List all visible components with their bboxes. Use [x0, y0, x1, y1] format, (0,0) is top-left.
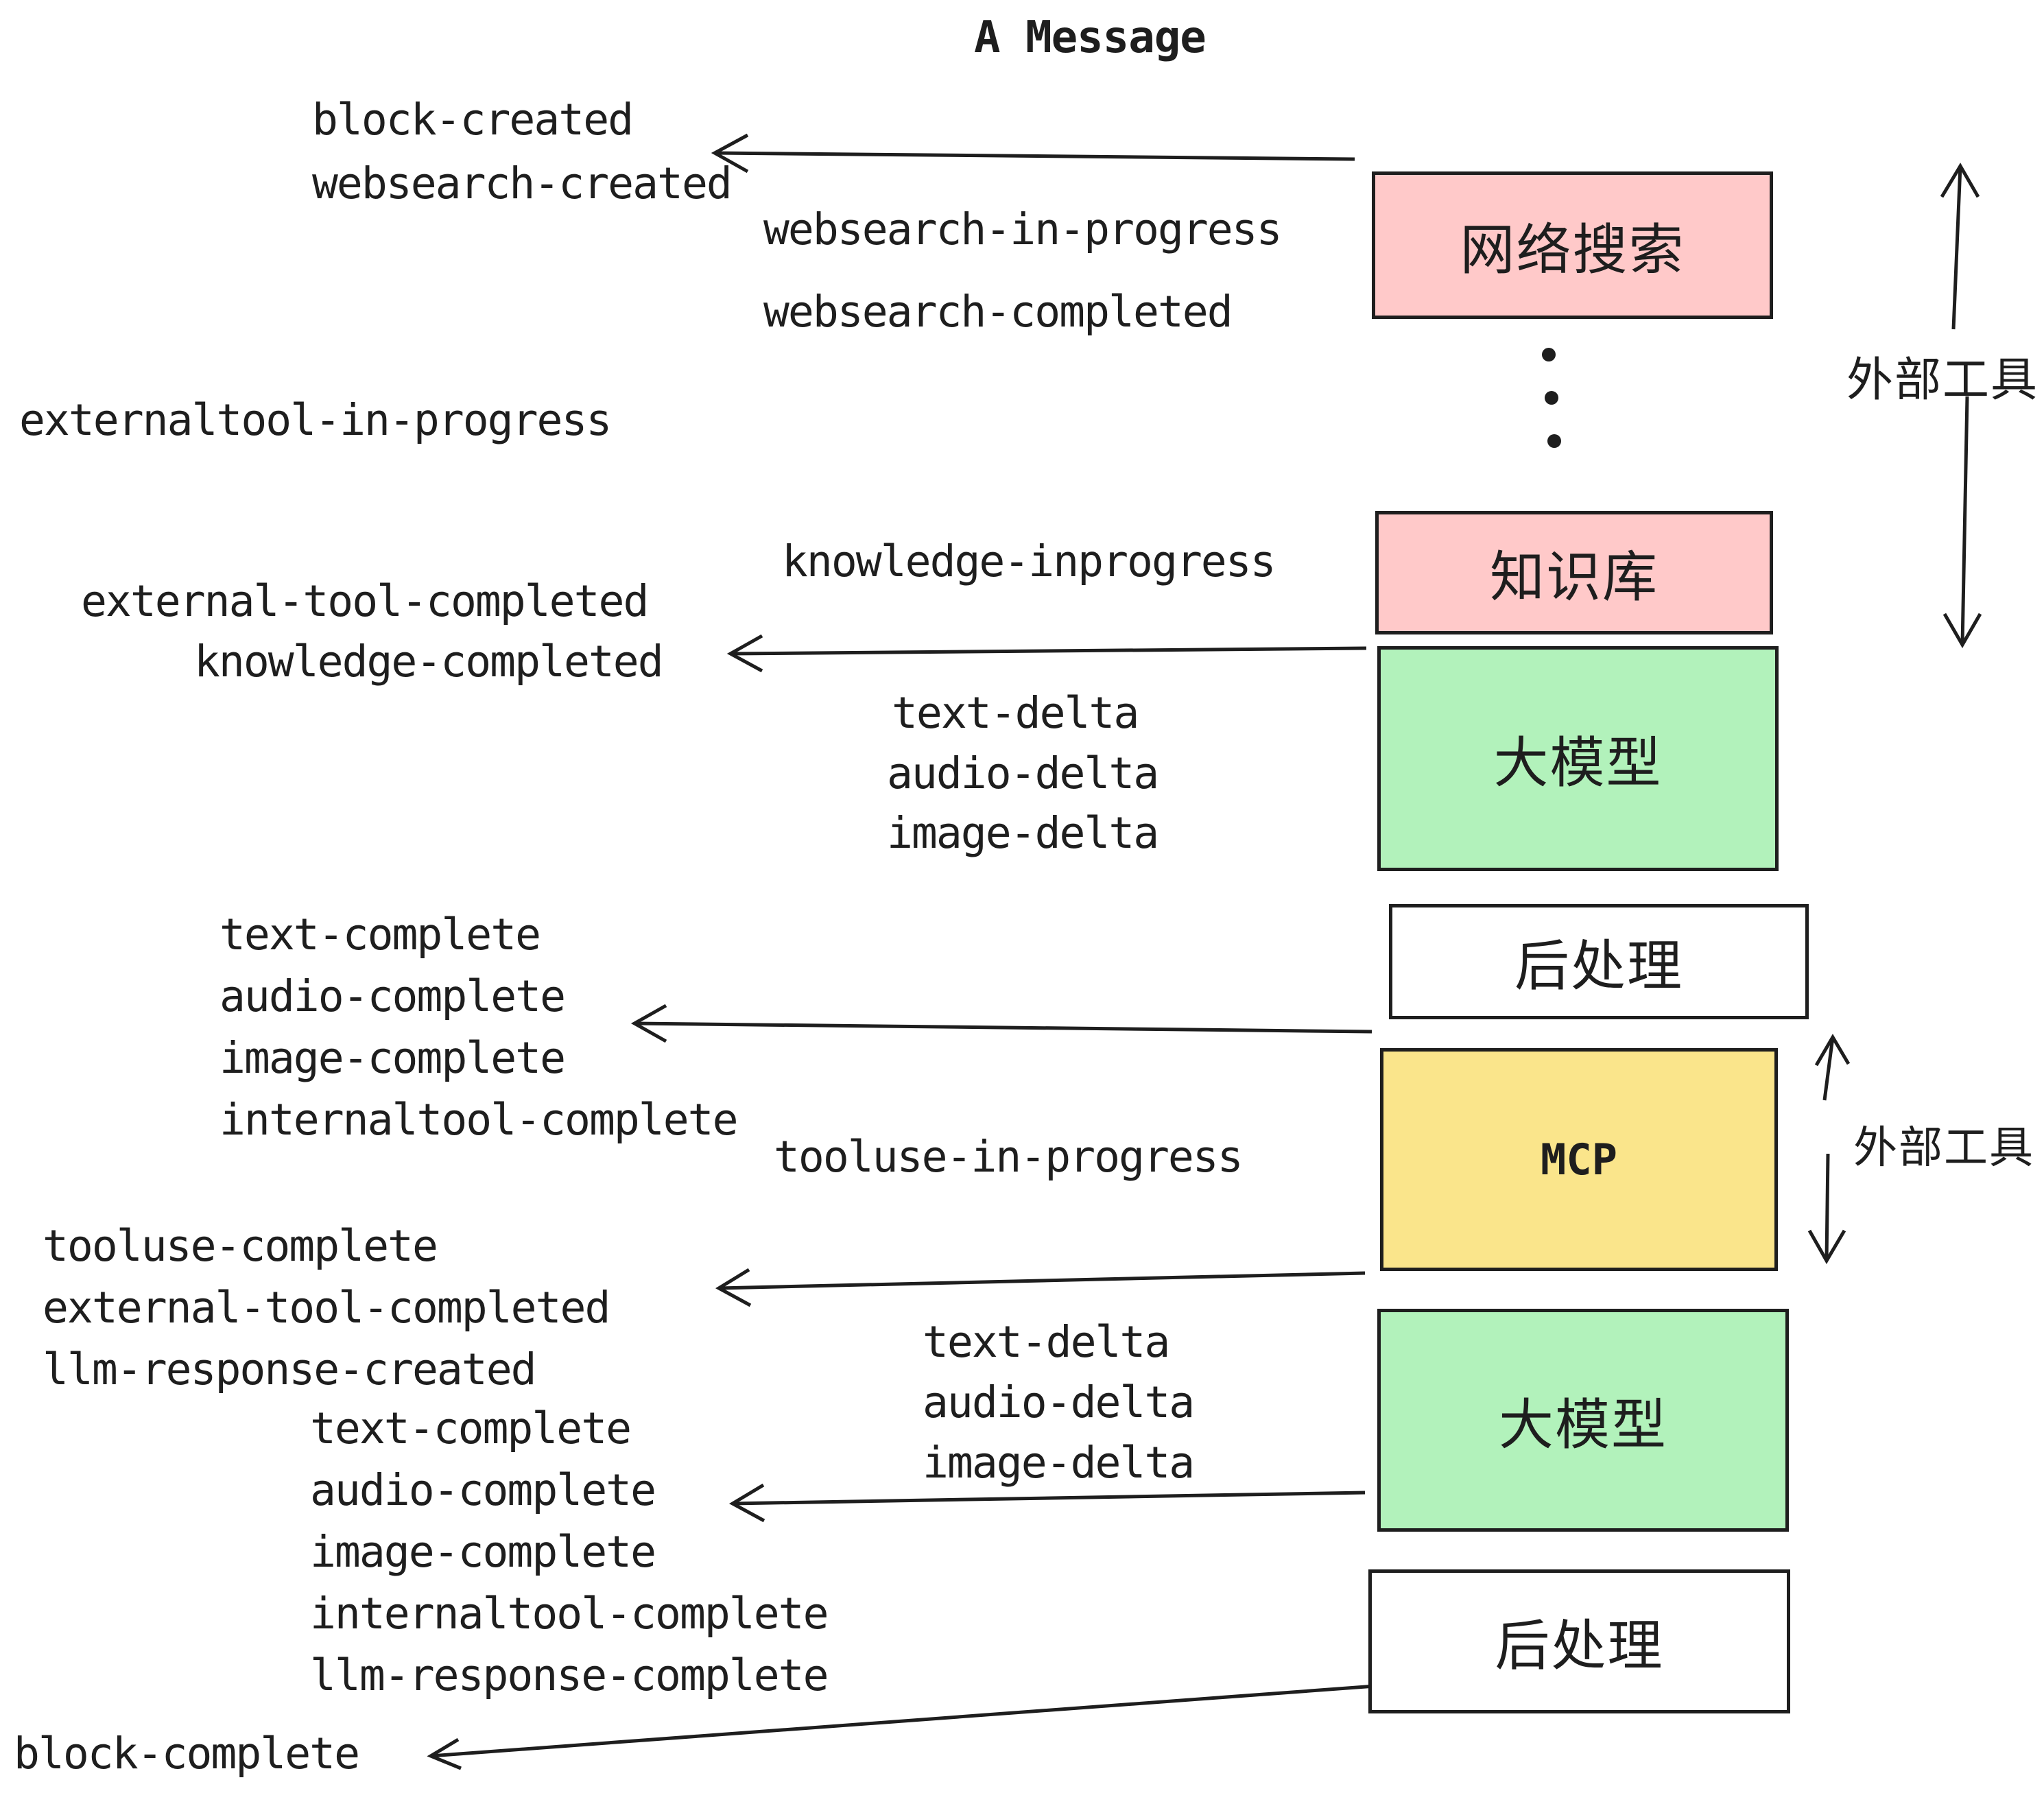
arrow-knowledge-to-completed — [726, 634, 1367, 673]
event-audio-complete: audio-complete — [219, 971, 566, 1021]
event-internaltool-complete-2: internaltool-complete — [310, 1589, 829, 1639]
external-tools-label-top: 外部工具 — [1846, 353, 2039, 407]
mcp-external-tools-down-arrow — [1807, 1153, 1846, 1264]
event-internaltool-complete: internaltool-complete — [219, 1095, 739, 1145]
event-text-delta: text-delta — [892, 688, 1139, 738]
box-knowledge: 知识库 — [1375, 511, 1773, 634]
arrow-post1-to-image-complete — [630, 1004, 1372, 1043]
box-llm-2: 大模型 — [1377, 1309, 1789, 1532]
event-llm-response-created: llm-response-created — [43, 1344, 537, 1394]
box-mcp: MCP — [1380, 1048, 1778, 1271]
box-llm-1: 大模型 — [1377, 646, 1779, 871]
box-postprocess-2: 后处理 — [1368, 1569, 1790, 1713]
event-websearch-in-progress: websearch-in-progress — [763, 204, 1283, 254]
arrow-mcp-to-external-tool-completed — [715, 1268, 1366, 1307]
event-external-tool-completed: external-tool-completed — [81, 576, 649, 626]
external-tools-label-mcp: 外部工具 — [1853, 1123, 2034, 1174]
box-knowledge-label: 知识库 — [1490, 545, 1659, 609]
event-websearch-completed: websearch-completed — [763, 287, 1233, 337]
ellipsis-dots — [1542, 348, 1561, 448]
arrow-llm2-to-audio-complete — [728, 1483, 1366, 1523]
event-websearch-created: websearch-created — [312, 158, 733, 209]
box-mcp-label: MCP — [1541, 1135, 1617, 1185]
event-tooluse-in-progress: tooluse-in-progress — [774, 1132, 1244, 1182]
event-audio-delta-2: audio-delta — [923, 1377, 1195, 1427]
box-websearch: 网络搜索 — [1372, 171, 1773, 319]
diagram-title: A Message — [974, 12, 1207, 63]
box-postprocess-1-label: 后处理 — [1514, 934, 1683, 998]
event-tooluse-complete: tooluse-complete — [43, 1221, 438, 1271]
event-block-created: block-created — [312, 95, 634, 145]
event-image-complete: image-complete — [219, 1033, 566, 1083]
box-postprocess-2-label: 后处理 — [1495, 1614, 1664, 1678]
event-knowledge-inprogress: knowledge-inprogress — [782, 536, 1276, 586]
event-text-delta-2: text-delta — [923, 1317, 1170, 1367]
event-external-tool-completed-2: external-tool-completed — [43, 1283, 610, 1333]
arrow-websearch-to-created — [711, 133, 1355, 174]
event-image-delta-2: image-delta — [923, 1438, 1195, 1488]
event-audio-delta: audio-delta — [887, 748, 1159, 798]
mcp-external-tools-up-arrow — [1814, 1034, 1851, 1101]
external-tools-down-arrow — [1942, 396, 1982, 648]
event-image-delta: image-delta — [887, 808, 1159, 858]
event-image-complete-2: image-complete — [310, 1527, 656, 1577]
box-llm-1-label: 大模型 — [1493, 731, 1663, 795]
event-text-complete-2: text-complete — [310, 1403, 632, 1453]
external-tools-up-arrow — [1940, 163, 1980, 330]
box-websearch-label: 网络搜索 — [1460, 217, 1685, 282]
event-text-complete: text-complete — [219, 910, 541, 960]
event-block-complete: block-complete — [14, 1729, 360, 1779]
event-knowledge-completed: knowledge-completed — [194, 637, 664, 687]
box-postprocess-1: 后处理 — [1389, 904, 1809, 1019]
event-audio-complete-2: audio-complete — [310, 1465, 656, 1515]
event-externaltool-in-progress: externaltool-in-progress — [19, 395, 612, 445]
box-llm-2-label: 大模型 — [1499, 1392, 1667, 1457]
event-llm-response-complete: llm-response-complete — [310, 1650, 829, 1700]
